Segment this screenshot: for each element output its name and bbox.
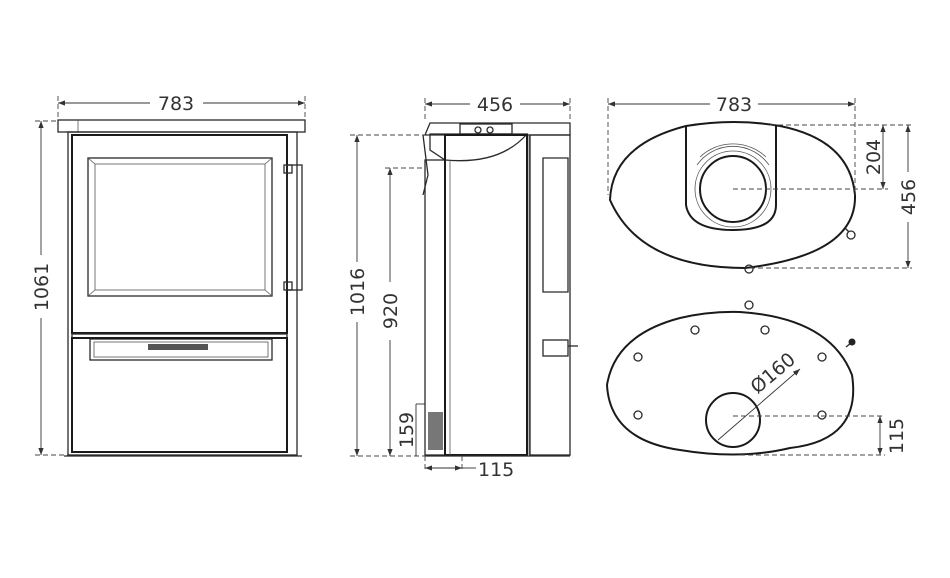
door-handle xyxy=(286,164,303,291)
bottom-flue-offset-label: 115 xyxy=(886,418,908,454)
front-height-label: 1061 xyxy=(31,263,53,311)
top-width-label: 783 xyxy=(716,94,752,116)
side-rear-flue-height-label: 920 xyxy=(380,293,402,329)
top-view: 783 204 456 xyxy=(607,94,920,274)
side-view: 456 1016 920 159 115 xyxy=(347,94,578,481)
bottom-view: Ø160 115 xyxy=(605,300,908,456)
side-top-flue-height-label: 1016 xyxy=(347,268,369,316)
side-rear-air-height-label: 159 xyxy=(396,412,418,448)
front-view: 783 1061 xyxy=(31,93,306,457)
bottom-flue-diameter-label: Ø160 xyxy=(746,349,799,399)
top-flue-center-label: 204 xyxy=(863,139,885,175)
side-rear-air-offset-label: 115 xyxy=(478,459,514,481)
side-depth-label: 456 xyxy=(477,94,513,116)
front-width-label: 783 xyxy=(158,93,194,115)
top-depth-label: 456 xyxy=(898,179,920,215)
